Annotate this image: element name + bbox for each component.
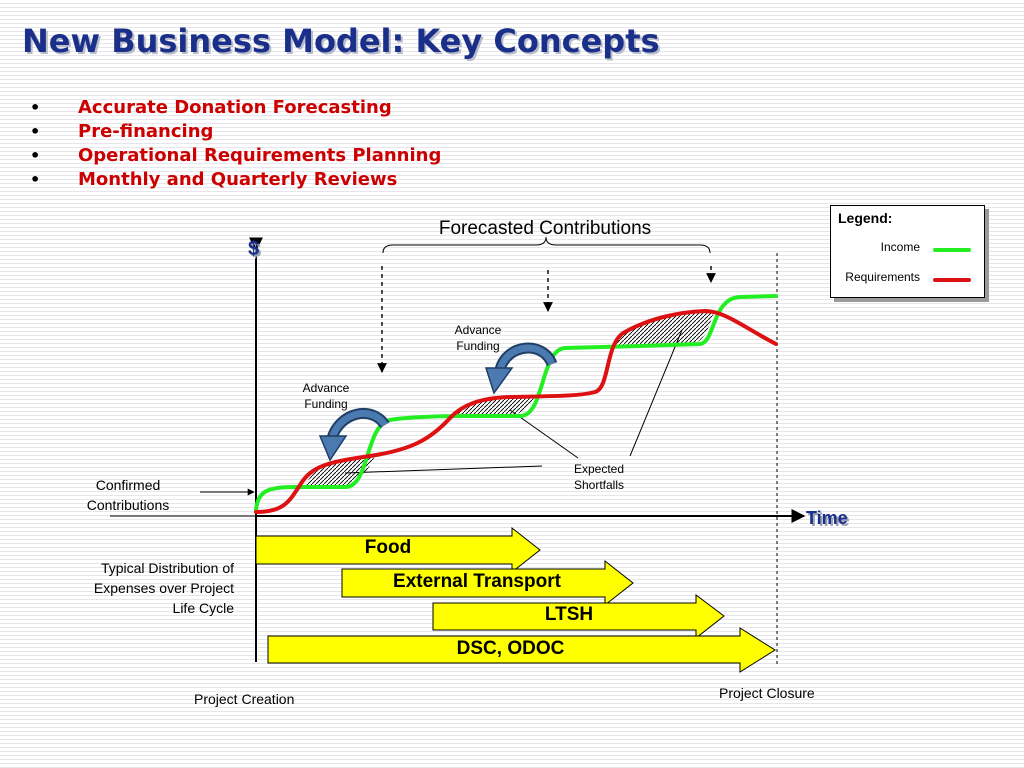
forecast-brace <box>382 236 711 254</box>
legend-swatch-requirements <box>933 278 971 282</box>
legend-box: Legend: Income Requirements <box>830 205 985 298</box>
bar-label-food: Food <box>364 537 412 558</box>
bar-label-dsc-odoc: DSC, ODOC <box>456 638 565 659</box>
page-title: New Business Model: Key Concepts <box>22 22 660 60</box>
x-axis-label: Time <box>806 508 848 528</box>
confirmed-contributions-label: Confirmed Contributions <box>86 477 170 513</box>
bullet-icon: • <box>30 122 41 141</box>
legend-swatch-income <box>933 248 971 252</box>
advance-funding-arrow-1 <box>318 407 390 462</box>
bar-label-external-transport: External Transport <box>393 571 561 592</box>
expected-shortfalls-label: Expected Shortfalls <box>573 462 625 492</box>
requirements-line <box>254 308 778 514</box>
legend-title: Legend: <box>838 210 893 226</box>
advance-funding-label-1: Advance Funding <box>302 381 350 411</box>
bullet-icon: • <box>30 170 41 189</box>
project-closure-label: Project Closure <box>719 685 815 701</box>
advance-funding-label-2: Advance Funding <box>454 323 502 353</box>
legend-item-income: Income <box>831 240 986 258</box>
bullet-icon: • <box>30 146 41 165</box>
bullet-item: •Monthly and Quarterly Reviews <box>30 169 398 190</box>
legend-label: Requirements <box>845 270 920 284</box>
forecasted-contributions-label: Forecasted Contributions <box>438 218 652 239</box>
bar-label-ltsh: LTSH <box>544 604 594 625</box>
bar-external-transport <box>341 559 634 607</box>
shortfall-region <box>612 312 714 345</box>
project-creation-label: Project Creation <box>194 691 295 707</box>
legend-label: Income <box>880 240 920 254</box>
bullet-item: •Pre-financing <box>30 121 214 142</box>
bar-ltsh <box>432 594 725 640</box>
shortfall-pointer <box>629 329 683 457</box>
bullet-icon: • <box>30 98 41 117</box>
shortfall-pointer <box>344 465 543 474</box>
key-concepts-list: •Accurate Donation Forecasting •Pre-fina… <box>30 96 441 192</box>
y-axis-label: $ <box>248 238 260 260</box>
bullet-item: •Accurate Donation Forecasting <box>30 97 392 118</box>
bar-dsc-odoc <box>267 627 776 673</box>
bar-food <box>255 526 541 574</box>
bullet-item: •Operational Requirements Planning <box>30 145 442 166</box>
legend-item-requirements: Requirements <box>831 270 986 288</box>
typical-distribution-label: Typical Distribution of Expenses over Pr… <box>93 560 234 616</box>
shortfall-pointer <box>509 409 579 459</box>
advance-funding-arrow-2 <box>484 342 558 395</box>
